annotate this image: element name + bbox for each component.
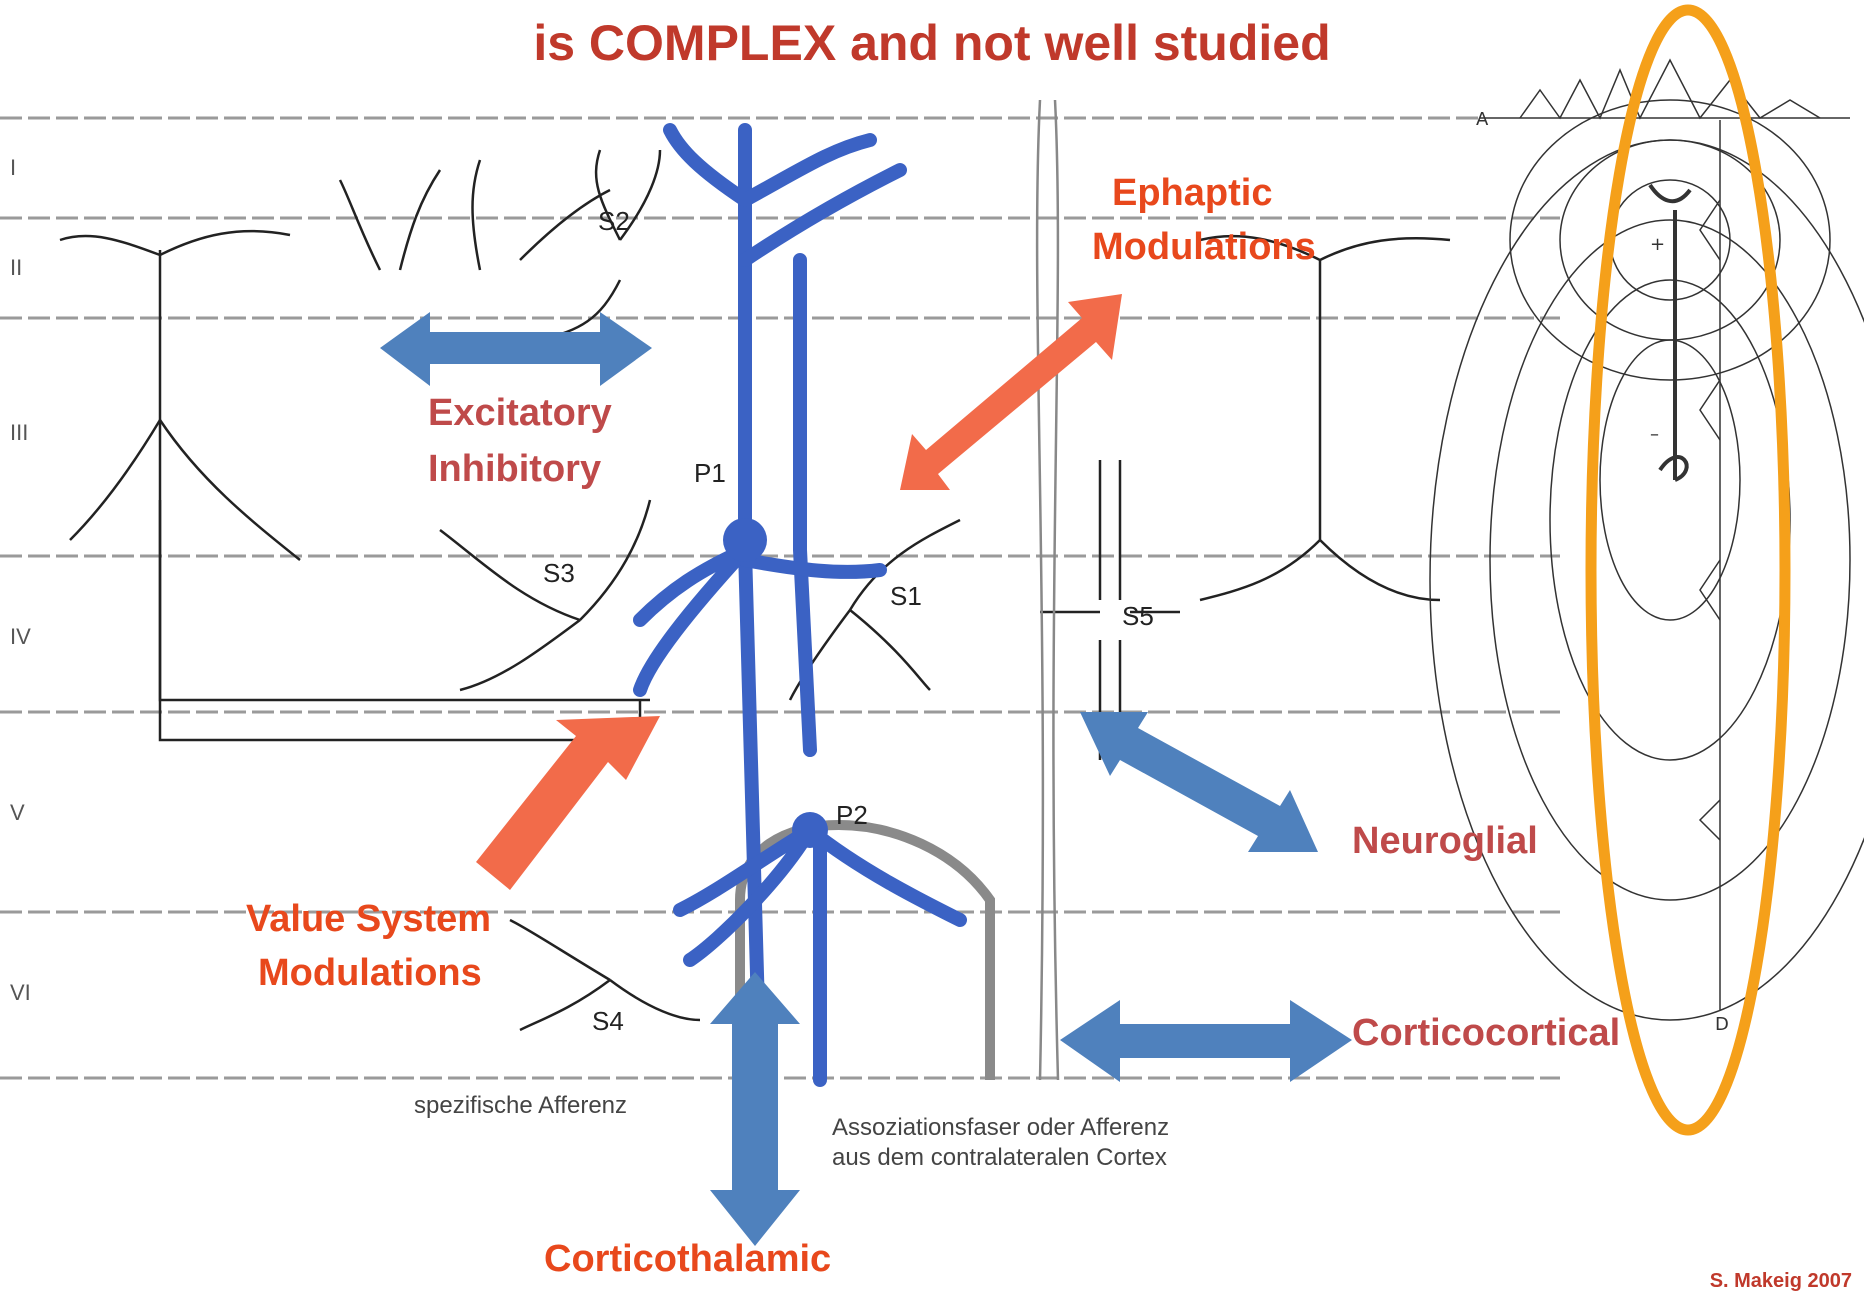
label-neuroglial: Neuroglial <box>1352 818 1538 864</box>
layer-label-4: IV <box>10 624 31 650</box>
label-ephaptic-2: Modulations <box>1092 224 1316 270</box>
layer-label-6: VI <box>10 980 31 1006</box>
layer-label-3: III <box>10 420 28 446</box>
caption-assoziation-1: Assoziationsfaser oder Afferenz <box>832 1114 1169 1142</box>
layer-lines <box>0 118 1560 1078</box>
label-corticothalamic: Corticothalamic <box>544 1236 831 1282</box>
label-ephaptic-1: Ephaptic <box>1112 170 1272 216</box>
label-excitatory: Excitatory <box>428 390 612 436</box>
label-value-system-1: Value System <box>246 896 491 942</box>
cell-label-p2: P2 <box>836 800 868 830</box>
credit: S. Makeig 2007 <box>1710 1270 1852 1293</box>
neuroglial-arrow <box>1080 712 1318 852</box>
field-highlight-ellipse <box>1591 10 1785 1130</box>
caption-assoziation-2: aus dem contralateralen Cortex <box>832 1144 1167 1172</box>
cell-label-s2: S2 <box>598 206 630 236</box>
label-value-system-2: Modulations <box>258 950 482 996</box>
layer-label-1: I <box>10 155 16 181</box>
ephaptic-arrow <box>900 294 1122 490</box>
cell-label-s5: S5 <box>1122 601 1154 631</box>
cell-label-p1: P1 <box>694 458 726 488</box>
layer-label-5: V <box>10 800 25 826</box>
field-label-minus: – <box>1650 424 1659 445</box>
corticothalamic-arrow <box>710 972 800 1246</box>
slide-title: is COMPLEX and not well studied <box>0 14 1864 72</box>
layer-label-2: II <box>10 255 22 281</box>
corticocortical-arrow <box>1060 1000 1352 1082</box>
cell-label-s3: S3 <box>543 558 575 588</box>
field-label-d: D <box>1715 1014 1729 1035</box>
field-potential-drawing <box>1430 60 1864 1020</box>
value-system-arrow <box>476 716 660 890</box>
cell-label-s4: S4 <box>592 1006 624 1036</box>
cell-label-s1: S1 <box>890 581 922 611</box>
field-label-a: A <box>1476 109 1489 130</box>
caption-afferenz: spezifische Afferenz <box>414 1092 627 1120</box>
label-inhibitory: Inhibitory <box>428 446 601 492</box>
field-label-plus: + <box>1650 234 1665 255</box>
label-corticocortical: Corticocortical <box>1352 1010 1620 1056</box>
excitatory-inhibitory-arrow <box>380 312 652 386</box>
